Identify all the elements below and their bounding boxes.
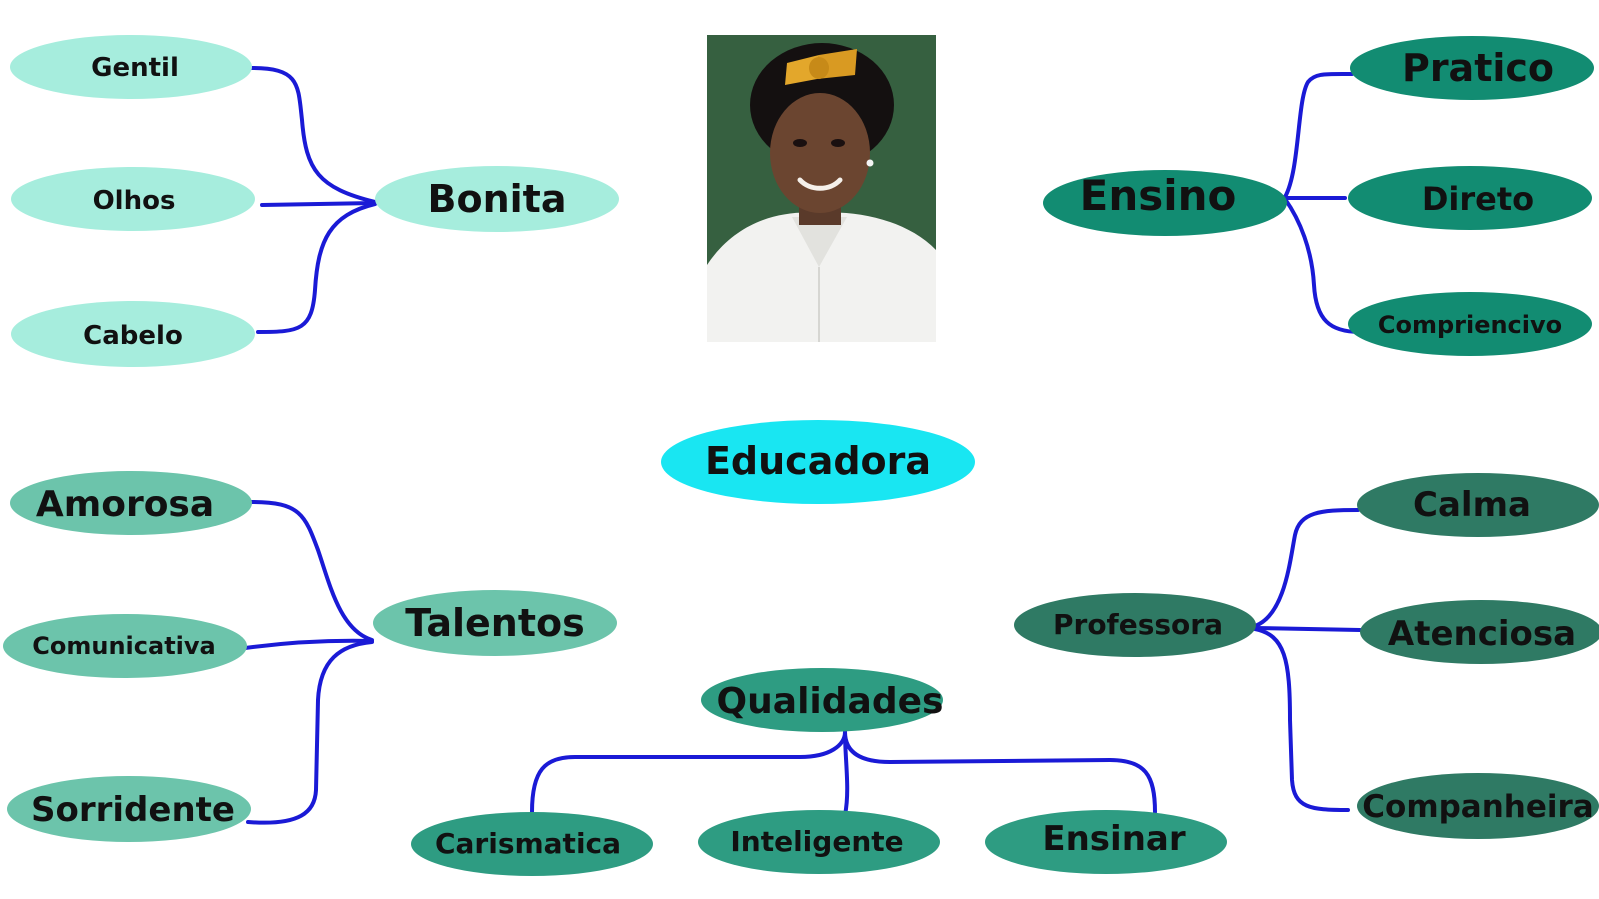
qualidades-node-shape [701, 668, 943, 732]
connector-bonita-cabelo [256, 202, 377, 334]
pratico-node-shape [1350, 36, 1594, 100]
white-shirt [707, 212, 936, 342]
inteligente-node-label: Inteligente [730, 825, 903, 858]
educator-photo [707, 35, 936, 342]
calma-node-shape [1357, 473, 1599, 537]
talentos-node-shape [373, 590, 617, 656]
olhos-node-label: Olhos [93, 186, 176, 216]
qualidades-node-label: Qualidades [717, 681, 944, 722]
connector-talentos-amorosa [250, 500, 374, 642]
olhos-node-shape [11, 167, 255, 231]
cabelo-node-shape [11, 301, 255, 367]
connector-professora-atenciosa [1253, 626, 1362, 632]
companheira-node-shape [1357, 773, 1599, 839]
center-node-shape [661, 420, 975, 504]
ensinar-node-shape [985, 810, 1227, 874]
talentos-node-label: Talentos [405, 601, 584, 645]
professora-node-label: Professora [1053, 608, 1223, 641]
branch-bonita: Bonita Gentil Olhos Cabelo [10, 35, 619, 367]
connector-qualidades-carismatica [530, 730, 847, 814]
connector-talentos-sorridente [246, 640, 374, 825]
branch-professora: Professora Calma Atenciosa Companheira [1014, 473, 1599, 839]
direto-node-label: Direto [1422, 180, 1534, 218]
inteligente-node-shape [698, 810, 940, 874]
connector-talentos-comunicativa [243, 638, 374, 650]
pratico-node-label: Pratico [1402, 46, 1554, 90]
ensinar-node-label: Ensinar [1042, 819, 1185, 859]
connector-ensino-pratico [1283, 71, 1354, 199]
carismatica-node-shape [411, 812, 653, 876]
gentil-node-shape [10, 35, 252, 99]
sorridente-node-label: Sorridente [31, 790, 235, 830]
connector-bonita-gentil [250, 66, 377, 204]
compriencivo-node-label: Compriencivo [1378, 311, 1562, 339]
branch-ensino: Ensino Pratico Direto Compriencivo [1043, 36, 1594, 356]
amorosa-node-shape [10, 471, 252, 535]
atenciosa-node-shape [1360, 600, 1599, 664]
carismatica-node-label: Carismatica [435, 827, 621, 860]
branch-talentos: Talentos Amorosa Comunicativa Sorridente [3, 471, 617, 842]
companheira-node-label: Companheira [1362, 789, 1593, 825]
professora-node-shape [1014, 593, 1256, 657]
branch-qualidades: Qualidades Carismatica Inteligente Ensin… [411, 668, 1227, 876]
connector-qualidades-ensinar [843, 730, 1157, 814]
face [770, 93, 870, 213]
calma-node-label: Calma [1413, 485, 1531, 525]
connector-ensino-compriencivo [1283, 197, 1362, 334]
comunicativa-node-shape [3, 614, 247, 678]
center-node: Educadora [661, 420, 975, 504]
connector-bonita-olhos [260, 201, 377, 207]
comunicativa-node-label: Comunicativa [32, 632, 215, 660]
connectors [243, 66, 1362, 825]
cabelo-node-label: Cabelo [83, 321, 183, 351]
connector-professora-calma [1253, 508, 1360, 628]
bonita-node-shape [375, 166, 619, 232]
portrait-illustration [707, 35, 936, 342]
sorridente-node-shape [7, 776, 251, 842]
connector-professora-companheira [1253, 627, 1350, 812]
gentil-node-label: Gentil [91, 53, 179, 83]
atenciosa-node-label: Atenciosa [1388, 614, 1576, 654]
center-node-label: Educadora [705, 439, 931, 483]
yellow-hair-bow [785, 49, 857, 85]
ensino-node-shape [1043, 170, 1287, 236]
direto-node-shape [1348, 166, 1592, 230]
ensino-node-label: Ensino [1080, 171, 1237, 220]
compriencivo-node-shape [1348, 292, 1592, 356]
amorosa-node-label: Amorosa [36, 484, 214, 525]
bonita-node-label: Bonita [428, 177, 567, 221]
